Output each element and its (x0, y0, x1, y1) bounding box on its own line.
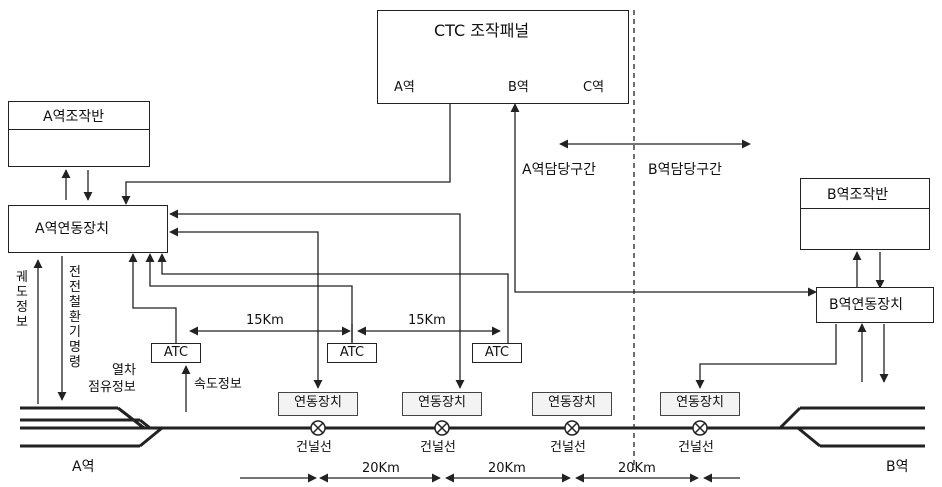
ctc-station-c: C역 (583, 80, 605, 95)
crossing-label-2: 건널선 (420, 440, 456, 455)
a-interlock: A역연동장치 (8, 205, 168, 253)
track-info-label: 궤도정보 (16, 270, 28, 330)
occupancy-label-1: 열차 (112, 363, 136, 378)
station-a-label: A역 (72, 459, 95, 475)
crossing-label-1: 건널선 (296, 440, 332, 455)
station-b-label: B역 (886, 459, 909, 475)
ctc-panel: CTC 조작패널 A역 B역 C역 (377, 10, 629, 104)
ctc-panel-title: CTC 조작패널 (434, 21, 530, 40)
distance-20km-3: 20Km (618, 461, 656, 476)
distance-20km-2: 20Km (488, 461, 526, 476)
ctc-station-b: B역 (508, 80, 529, 95)
a-console: A역조작반 (8, 101, 150, 167)
crossing-markers (310, 420, 708, 436)
b-console-title: B역조작반 (827, 187, 889, 203)
distance-15km-2: 15Km (408, 313, 446, 328)
b-console: B역조작반 (800, 178, 930, 250)
crossing-label-4: 건널선 (678, 440, 714, 455)
atc-box-1: ATC (151, 343, 201, 363)
atc-box-2: ATC (327, 343, 377, 363)
ctc-station-a: A역 (394, 80, 415, 95)
b-interlock-title: B역연동장치 (829, 297, 904, 313)
b-interlock: B역연동장치 (816, 287, 934, 323)
occupancy-label-2: 점유정보 (88, 380, 136, 395)
interlock-device-4: 연동장치 (660, 392, 740, 416)
zone-b-label: B역담당구간 (648, 162, 723, 178)
distance-15km-1: 15Km (246, 313, 284, 328)
a-interlock-title: A역연동장치 (35, 221, 109, 237)
interlock-device-2: 연동장치 (402, 392, 482, 416)
speed-info-label: 속도정보 (194, 377, 242, 392)
interlock-device-3: 연동장치 (532, 392, 612, 416)
interlock-device-1: 연동장치 (278, 392, 358, 416)
route-cmd-label: 전전철환기명령 (69, 265, 81, 370)
crossing-label-3: 건널선 (550, 440, 586, 455)
main-track (20, 406, 925, 448)
atc-box-3: ATC (472, 343, 522, 363)
a-console-title: A역조작반 (43, 109, 105, 125)
distance-20km-1: 20Km (362, 461, 400, 476)
zone-a-label: A역담당구간 (522, 162, 596, 178)
